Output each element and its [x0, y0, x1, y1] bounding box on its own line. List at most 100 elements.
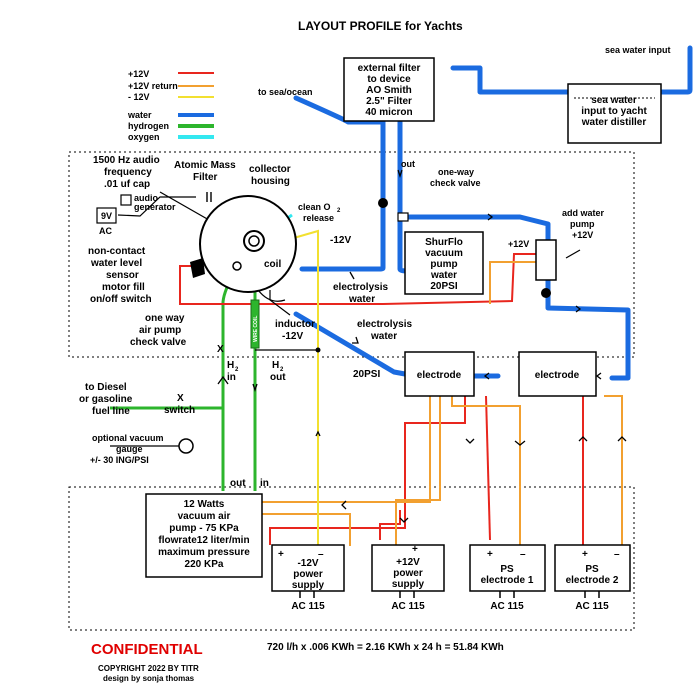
legend-return12: +12V return: [128, 81, 178, 91]
designer-label: design by sonja thomas: [103, 674, 195, 683]
air-pump-line: pump - 75 KPa: [169, 523, 239, 534]
return-d: [604, 396, 622, 545]
switch-label: switch: [164, 405, 195, 416]
confidential-label: CONFIDENTIAL: [91, 641, 203, 658]
fuel-switch: X: [177, 393, 184, 404]
audio-gen-line: generator: [134, 202, 176, 212]
ps-line: PS: [585, 564, 599, 575]
ps-line: supply: [292, 580, 325, 591]
filter-line: to device: [367, 74, 411, 85]
page-title: LAYOUT PROFILE for Yachts: [298, 19, 463, 33]
add-pump-line: +12V: [572, 230, 593, 240]
check-valve-line: check valve: [430, 178, 481, 188]
gauge-line: +/- 30 ING/PSI: [90, 455, 149, 465]
clean-o2-line: clean O: [298, 202, 331, 212]
h2-in-label: in: [227, 372, 236, 383]
inductor-lead: [270, 290, 290, 315]
ac115-label: AC 115: [291, 601, 325, 612]
motor-fill-line: on/off switch: [90, 294, 152, 305]
pump-check-valve: [541, 288, 551, 298]
air-pump-line: 220 KPa: [185, 559, 224, 570]
water-sensor-icon: [190, 258, 205, 278]
ps-line: power: [293, 569, 323, 580]
air-check-line: check valve: [130, 337, 187, 348]
o2-subscript: 2: [337, 208, 341, 214]
ac115-label: AC 115: [391, 601, 425, 612]
filter-line: AO Smith: [366, 85, 412, 96]
air-check-line: air pump: [139, 325, 181, 336]
out-bottom-label: out: [230, 478, 246, 489]
air-pump-line: flowrate12 liter/min: [158, 535, 249, 546]
collector-line: collector: [249, 164, 291, 175]
air-check-valve: X: [217, 344, 224, 355]
filter-line: external filter: [358, 63, 421, 74]
air-check-x: X: [217, 344, 224, 355]
plus-sign: +: [412, 544, 418, 555]
electrolysis-line: water: [370, 331, 397, 342]
add-pump-line: add water: [562, 208, 605, 218]
psi20-label: 20PSI: [353, 369, 380, 380]
add-pump-line: pump: [570, 219, 595, 229]
legend-plus12: +12V: [128, 69, 149, 79]
ps-line: power: [393, 568, 423, 579]
ac115-label: AC 115: [490, 601, 524, 612]
o2-minus12-label: -12V: [330, 235, 351, 246]
junction-dot: [316, 348, 321, 353]
electrolysis-line: electrolysis: [333, 282, 388, 293]
ps-electrode-2: + – PS electrode 2 AC 115: [555, 545, 630, 612]
pump-plus12-label: +12V: [508, 239, 529, 249]
gauge-line: gauge: [116, 444, 143, 454]
electrode-box-1: electrode: [405, 352, 474, 396]
electrode-label: electrode: [417, 370, 462, 381]
shurflo-line: pump: [430, 259, 457, 270]
air-pump-box: 12 Watts vacuum air pump - 75 KPa flowra…: [146, 494, 262, 577]
h2-out-label: out: [270, 372, 286, 383]
legend-oxygen: oxygen: [128, 132, 160, 142]
h2-port: [233, 262, 241, 270]
wire-coil-label: WIRE COIL: [253, 316, 259, 342]
return-b: [396, 396, 440, 545]
ps-line: electrode 1: [481, 575, 534, 586]
check-valve-line: one-way: [438, 167, 474, 177]
motor-fill-line: motor fill: [102, 282, 145, 293]
energy-formula: 720 l/h x .006 KWh = 2.16 KWh x 24 h = 5…: [267, 642, 504, 653]
ps-line: supply: [392, 579, 425, 590]
h2-out-label: H: [272, 360, 279, 371]
audio-freq-line: 1500 Hz audio: [93, 155, 160, 166]
minus-sign: –: [614, 549, 620, 560]
filter-line: 40 micron: [365, 107, 412, 118]
filter-line: 2.5" Filter: [366, 96, 412, 107]
sensor-line: water level: [90, 258, 142, 269]
diesel-line: to Diesel: [85, 382, 127, 393]
shurflo-line: ShurFlo: [425, 237, 463, 248]
atomic-filter-line: Atomic Mass: [174, 160, 236, 171]
external-filter-box: external filter to device AO Smith 2.5" …: [344, 58, 434, 121]
air-pump-line: maximum pressure: [158, 547, 250, 558]
plus-sign: +: [582, 549, 588, 560]
add-water-pump: [536, 240, 556, 298]
distiller-line: input to yacht: [581, 106, 647, 117]
shurflo-box: ShurFlo vacuum pump water 20PSI: [405, 232, 483, 294]
inductor-line: inductor: [275, 319, 315, 330]
ps-line: -12V: [297, 558, 318, 569]
collector-line: housing: [251, 176, 290, 187]
ac-label: AC: [99, 226, 112, 236]
atomic-filter-line: Filter: [193, 172, 218, 183]
distiller-box: sea water input to yacht water distiller: [568, 84, 661, 143]
inductor-line: -12V: [282, 331, 303, 342]
gauge-line: optional vacuum: [92, 433, 164, 443]
diesel-line: or gasoline: [79, 394, 133, 405]
return-air: [228, 386, 430, 502]
plus-sign: +: [487, 549, 493, 560]
legend-minus12: - 12V: [128, 92, 150, 102]
ps-plus12: + +12V power supply AC 115: [372, 544, 444, 612]
capacitor-icon: [207, 192, 211, 202]
sensor-line: non-contact: [88, 246, 146, 257]
air-check-line: one way: [145, 313, 185, 324]
distiller-line: water distiller: [581, 117, 647, 128]
sea-water-input-label: sea water input: [605, 45, 671, 55]
legend-hydrogen: hydrogen: [128, 121, 169, 131]
copyright-label: COPYRIGHT 2022 BY TITR: [98, 664, 199, 673]
ps-line: +12V: [396, 557, 420, 568]
